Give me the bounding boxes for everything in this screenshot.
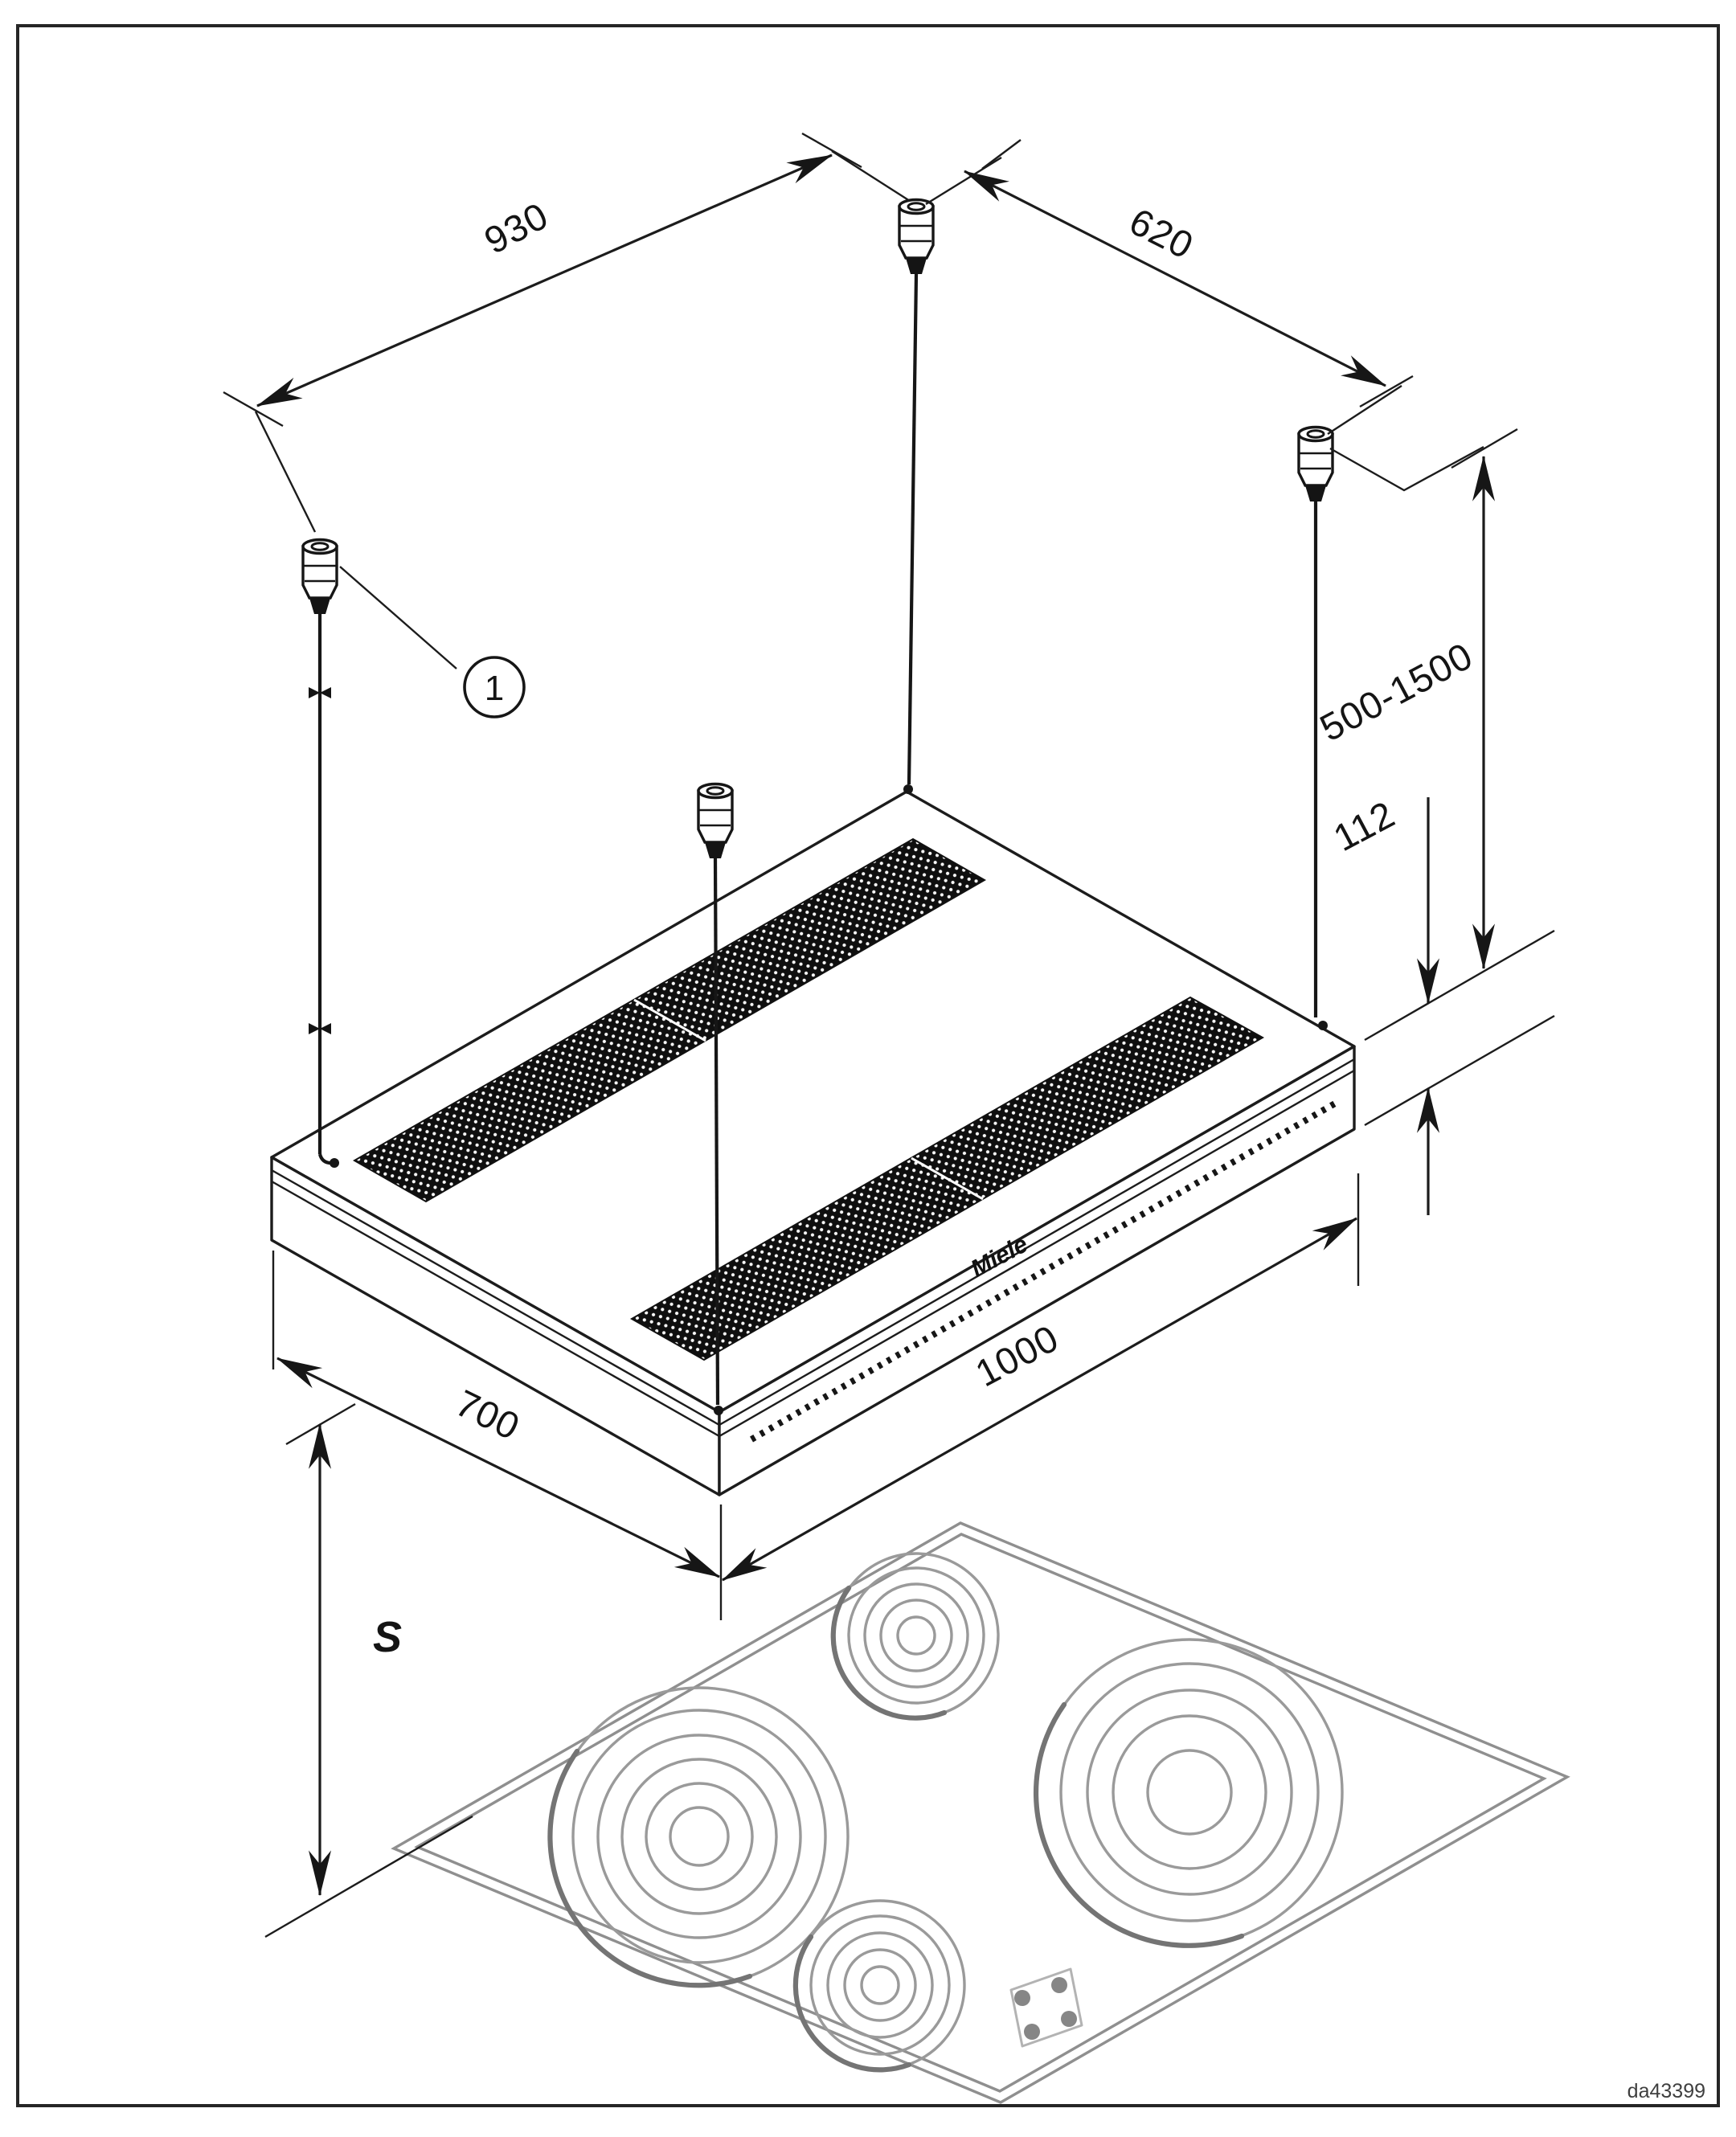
burner-right (1034, 1638, 1344, 1948)
grease-filter-rear (352, 837, 987, 1203)
burner-left (547, 1686, 850, 1988)
control-dots-icon (1009, 1967, 1083, 2048)
suspension-cables (301, 198, 1334, 1415)
dimension-s: S (264, 1402, 473, 1938)
cooktop (391, 1521, 1570, 2104)
dim-label-s: S (373, 1613, 402, 1661)
drawing-number: da43399 (1628, 2080, 1705, 2102)
callout-number: 1 (485, 669, 504, 708)
callout-1: 1 (339, 566, 526, 718)
suspension-cable-left (301, 538, 339, 1168)
suspension-cable-right (1297, 425, 1334, 1030)
burner-bottom (792, 1899, 966, 2073)
suspension-cable-back (898, 198, 935, 794)
